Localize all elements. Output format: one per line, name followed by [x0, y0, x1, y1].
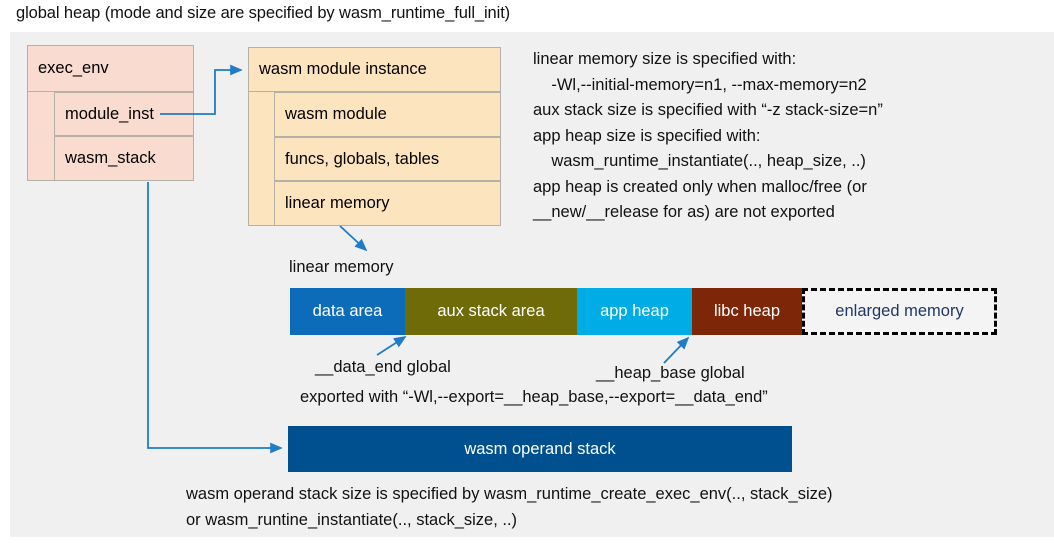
memory-segment: aux stack area: [405, 288, 577, 335]
exec-env-row-module-inst: module_inst: [54, 92, 194, 136]
wasm-module-label: wasm module: [285, 105, 387, 123]
memory-segment: data area: [290, 288, 405, 335]
module-inst-label: module_inst: [65, 104, 154, 123]
module-row-funcs-globals-tables: funcs, globals, tables: [274, 137, 501, 181]
exec-env-header-label: exec_env: [38, 59, 109, 77]
operand-stack-note-line: or wasm_runtine_instantiate(.., stack_si…: [186, 511, 518, 529]
memory-config-note-line: -Wl,--initial-memory=n1, --max-memory=n2: [533, 75, 867, 94]
memory-segment-label: aux stack area: [437, 302, 545, 320]
linear-memory-bar-label: linear memory: [289, 258, 394, 276]
memory-config-note-line: __new/__release for as) are not exported: [533, 203, 835, 221]
module-row-linear-memory: linear memory: [274, 181, 501, 226]
linear-memory-bar: data area aux stack area app heap libc heap…: [290, 288, 997, 335]
memory-config-notes: linear memory size is specified with: -W…: [533, 47, 1048, 226]
wasm-operand-stack-box: wasm operand stack: [288, 426, 792, 472]
funcs-globals-tables-label: funcs, globals, tables: [285, 149, 440, 168]
exec-env-header: exec_env: [27, 45, 194, 92]
page-title: global heap (mode and size are specified…: [16, 4, 511, 22]
exec-env-row-wasm-stack: wasm_stack: [54, 136, 194, 181]
annotation-data-end: __data_end global: [315, 358, 451, 376]
annotation-heap-base: __heap_base global: [596, 364, 745, 382]
wasm-stack-label: wasm_stack: [65, 149, 156, 167]
memory-config-note-line: app heap is created only when malloc/fre…: [533, 177, 867, 196]
wasm-operand-stack-label: wasm operand stack: [464, 439, 616, 458]
module-row-wasm-module: wasm module: [274, 92, 501, 137]
memory-config-note-line: aux stack size is specified with “-z sta…: [533, 101, 883, 119]
operand-stack-note-line: wasm operand stack size is specified by …: [186, 485, 833, 503]
memory-config-note-line: linear memory size is specified with:: [533, 50, 797, 68]
memory-segment: libc heap: [692, 288, 802, 335]
memory-segment: app heap: [577, 288, 692, 335]
annotation-exported-with: exported with “-Wl,--export=__heap_base,…: [300, 388, 768, 406]
memory-config-note-line: app heap size is specified with:: [533, 126, 761, 145]
memory-segment-label: enlarged memory: [835, 302, 964, 320]
operand-stack-notes: wasm operand stack size is specified by …: [186, 481, 833, 533]
memory-segment-label: libc heap: [713, 302, 781, 320]
linear-memory-row-label: linear memory: [285, 194, 390, 212]
memory-segment: enlarged memory: [802, 288, 997, 335]
wasm-module-instance-header: wasm module instance: [248, 47, 501, 92]
memory-config-note-line: wasm_runtime_instantiate(.., heap_size, …: [533, 152, 866, 170]
memory-segment-label: data area: [312, 302, 383, 320]
wasm-module-instance-header-label: wasm module instance: [259, 60, 427, 78]
memory-segment-label: app heap: [600, 302, 669, 320]
